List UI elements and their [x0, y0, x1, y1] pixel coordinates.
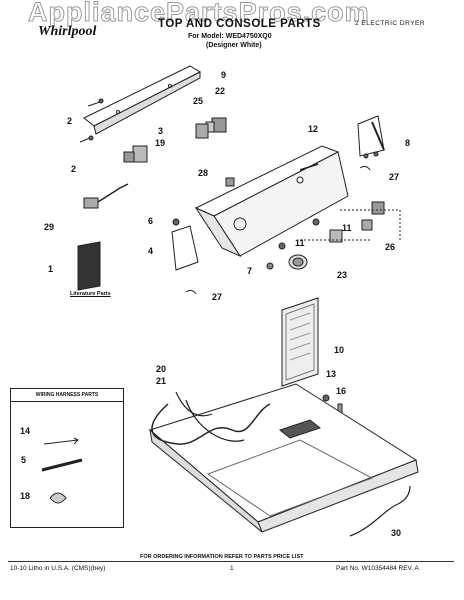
- callout-5: 5: [21, 455, 27, 465]
- callout-26: 26: [385, 242, 396, 252]
- callout-1: 1: [48, 264, 54, 274]
- wiring-harness-title: WIRING HARNESS PARTS: [11, 389, 123, 402]
- callout-27-left: 27: [212, 292, 223, 302]
- callout-4: 4: [148, 246, 154, 256]
- callout-20: 20: [156, 364, 167, 374]
- wiring-harness-box: WIRING HARNESS PARTS: [10, 388, 124, 528]
- callout-12: 12: [308, 124, 319, 134]
- page-number: 1: [230, 565, 234, 572]
- callout-21: 21: [156, 376, 167, 386]
- callout-11-left: 11: [295, 238, 305, 248]
- brand-logo: Whirlpool: [38, 24, 97, 39]
- callout-25: 25: [193, 96, 204, 106]
- watermark: AppliancePartsPros.com: [28, 0, 370, 28]
- callout-3: 3: [158, 126, 164, 136]
- page-title: TOP AND CONSOLE PARTS: [158, 18, 321, 30]
- callout-30: 30: [391, 528, 402, 538]
- callout-10: 10: [334, 345, 345, 355]
- color-line: (Designer White): [206, 42, 262, 49]
- callout-28: 28: [198, 168, 209, 178]
- callout-9: 9: [221, 70, 227, 80]
- footer-divider: [8, 561, 454, 562]
- callout-6: 6: [148, 216, 154, 226]
- ordering-note: FOR ORDERING INFORMATION REFER TO PARTS …: [140, 554, 304, 560]
- part-number: Part No. W10354484 REV. A: [336, 565, 419, 572]
- callout-23: 23: [337, 270, 348, 280]
- callout-2-top: 2: [67, 116, 73, 126]
- callout-11-right: 11: [342, 223, 352, 233]
- callout-2-bottom: 2: [71, 164, 77, 174]
- model-line: For Model: WED4750XQ0: [188, 33, 272, 40]
- callout-29: 29: [44, 222, 55, 232]
- callout-7: 7: [247, 266, 253, 276]
- callout-8: 8: [405, 138, 411, 148]
- callout-22: 22: [215, 86, 226, 96]
- callout-14: 14: [20, 426, 31, 436]
- literature-parts-label: Literature Parts: [70, 291, 111, 297]
- callout-27-right: 27: [389, 172, 400, 182]
- brand-code: 2 ELECTRIC DRYER: [355, 20, 426, 27]
- callout-19: 19: [155, 138, 166, 148]
- callout-18: 18: [20, 491, 31, 501]
- callout-13: 13: [326, 369, 337, 379]
- callout-16: 16: [336, 386, 347, 396]
- litho-info: 10-10 Litho in U.S.A. (CMS)(bey): [10, 565, 106, 572]
